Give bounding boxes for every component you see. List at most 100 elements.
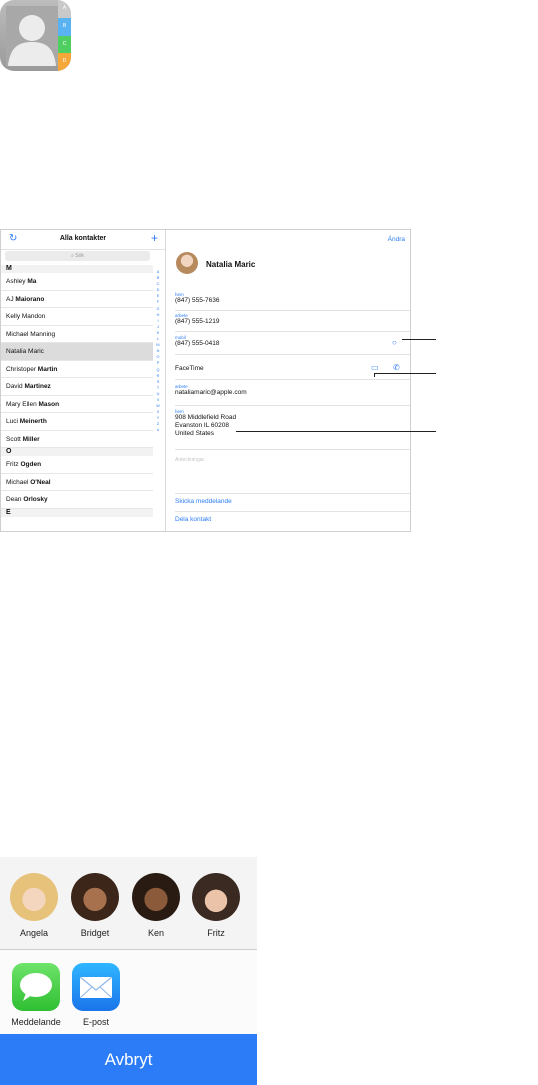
field-label: hem	[175, 292, 184, 297]
app-name: Meddelande	[11, 1017, 61, 1027]
index-letter[interactable]: N	[156, 349, 160, 354]
list-item[interactable]: Ashley Ma	[1, 273, 153, 291]
list-item[interactable]: Fritz Ogden	[1, 456, 153, 474]
share-person-bridget[interactable]: Bridget	[65, 873, 125, 938]
list-item[interactable]: Scott Miller	[1, 431, 153, 448]
list-item[interactable]: Mary Ellen Mason	[1, 396, 153, 413]
index-letter[interactable]: #	[156, 428, 160, 433]
contact-first-name: Natalia Maric	[6, 348, 44, 355]
index-letter[interactable]: L	[156, 337, 160, 342]
list-item[interactable]: Natalia Maric	[1, 343, 153, 361]
divider	[175, 310, 410, 311]
share-person-ken[interactable]: Ken	[126, 873, 186, 938]
index-letter[interactable]: M	[156, 343, 160, 348]
search-placeholder: Sök	[75, 253, 84, 259]
refresh-icon[interactable]: ↻	[9, 233, 18, 244]
list-item[interactable]: Dean Orlosky	[1, 491, 153, 509]
phone-icon[interactable]: ✆	[393, 363, 400, 372]
contact-first-name: Luci	[6, 418, 20, 425]
index-letter[interactable]: O	[156, 355, 160, 360]
notes-field[interactable]: Anteckningar	[175, 457, 205, 463]
share-person-fritz[interactable]: Fritz	[186, 873, 246, 938]
contact-last-name: Mason	[38, 400, 60, 408]
contact-first-name: Fritz	[6, 461, 21, 468]
callout-line-facetime	[374, 373, 436, 374]
section-header: O	[1, 448, 153, 456]
index-letter[interactable]: J	[157, 324, 159, 329]
index-letter[interactable]: U	[156, 391, 160, 396]
index-letter[interactable]: Z	[156, 422, 160, 427]
share-contact-link[interactable]: Dela kontakt	[175, 516, 212, 523]
alphabet-tab: D	[58, 53, 71, 71]
alphabet-tab: C	[58, 35, 71, 54]
section-header: M	[1, 265, 153, 273]
field-label: arbete	[175, 313, 188, 318]
list-item[interactable]: Michael Manning	[1, 326, 153, 343]
address-field[interactable]: hem 908 Middlefield Road Evanston IL 602…	[175, 409, 236, 438]
mobile-phone-field[interactable]: mobil (847) 555-0418	[175, 335, 219, 348]
list-header: ↻ Alla kontakter +	[1, 230, 165, 250]
send-message-link[interactable]: Skicka meddelande	[175, 498, 232, 505]
contact-first-name: Michael	[6, 478, 31, 486]
index-letter[interactable]: I	[157, 318, 159, 323]
share-app-mail[interactable]: E-post	[66, 963, 126, 1027]
share-sheet: Angela Bridget Ken Fritz Meddelande	[0, 857, 257, 1085]
field-label: arbete	[175, 384, 188, 389]
index-letter[interactable]: D	[156, 288, 160, 293]
field-value: (847) 555-0418	[175, 340, 220, 347]
index-letter[interactable]: C	[156, 282, 160, 287]
index-letter[interactable]: S	[156, 379, 160, 384]
list-item[interactable]: AJ Maiorano	[1, 291, 153, 308]
index-letter[interactable]: G	[156, 306, 160, 311]
share-apps-row: Meddelande E-post	[0, 950, 257, 1034]
divider	[175, 379, 410, 380]
index-letter[interactable]: X	[156, 410, 160, 415]
field-value: (847) 555-7636	[175, 297, 220, 304]
contact-name: Natalia Maric	[206, 260, 256, 269]
index-letter[interactable]: H	[156, 312, 160, 317]
list-item[interactable]: Luci Meinerth	[1, 413, 153, 431]
index-letter[interactable]: A	[156, 270, 160, 274]
person-name: Ken	[147, 928, 164, 938]
index-letter[interactable]: Q	[156, 367, 160, 372]
add-contact-button[interactable]: +	[150, 231, 158, 245]
list-item[interactable]: Kelly Mandon	[1, 308, 153, 326]
index-letter[interactable]: E	[156, 294, 160, 299]
home-phone-field[interactable]: hem (847) 555-7636	[175, 292, 219, 305]
edit-button[interactable]: Ändra	[387, 236, 405, 243]
search-input[interactable]: ⌕ Sök	[5, 251, 150, 261]
list-item[interactable]: David Martinez	[1, 378, 153, 396]
contact-first-name: Michael Manning	[6, 330, 56, 338]
video-camera-icon[interactable]: ▭	[371, 363, 379, 372]
index-letter[interactable]: V	[156, 397, 160, 402]
share-person-angela[interactable]: Angela	[4, 873, 64, 938]
contact-first-name: Kelly Mandon	[6, 313, 46, 320]
contact-first-name: AJ	[6, 295, 16, 303]
cancel-button[interactable]: Avbryt	[0, 1034, 257, 1085]
index-letter[interactable]: K	[156, 330, 160, 335]
list-item[interactable]: Michael O'Neal	[1, 474, 153, 491]
index-letter[interactable]: B	[156, 276, 160, 281]
index-letter[interactable]: R	[156, 373, 160, 378]
index-letter[interactable]: F	[156, 300, 160, 305]
contact-last-name: Miller	[22, 435, 40, 443]
list-item[interactable]: Christoper Martin	[1, 361, 153, 378]
index-letter[interactable]: P	[156, 361, 160, 366]
index-letter[interactable]: T	[156, 385, 160, 390]
index-letter[interactable]: Y	[156, 416, 160, 421]
contact-last-name: Ogden	[20, 461, 42, 468]
message-bubble-icon[interactable]: ○	[392, 338, 397, 347]
email-field[interactable]: arbete nataliamaric@apple.com	[175, 384, 247, 397]
callout-line-message	[402, 339, 436, 340]
field-value: (847) 555-1219	[175, 318, 220, 325]
work-phone-field[interactable]: arbete (847) 555-1219	[175, 313, 219, 326]
index-letter[interactable]: W	[156, 404, 160, 409]
share-app-messages[interactable]: Meddelande	[6, 963, 66, 1027]
address-line: 908 Middlefield Road	[175, 414, 237, 421]
alphabet-tab: B	[58, 17, 71, 36]
